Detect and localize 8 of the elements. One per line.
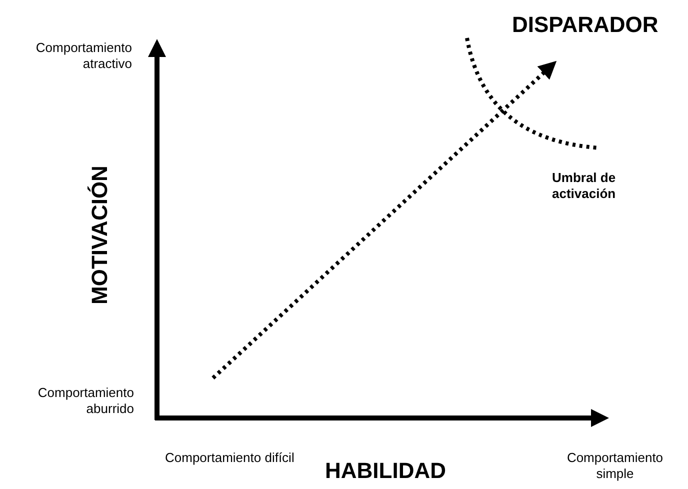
- axis-end-label: Comportamiento simple: [566, 450, 664, 482]
- axis-end-label: Comportamiento difícil: [165, 450, 295, 466]
- threshold-label: Umbral de activación: [552, 170, 617, 202]
- axis-title: MOTIVACIÓN: [87, 165, 113, 305]
- axis-end-label: Comportamiento aburrido: [36, 385, 134, 417]
- axis-title: HABILIDAD: [325, 458, 446, 484]
- trigger-label: DISPARADOR: [512, 12, 658, 38]
- axis-end-label: Comportamiento atractivo: [34, 40, 132, 72]
